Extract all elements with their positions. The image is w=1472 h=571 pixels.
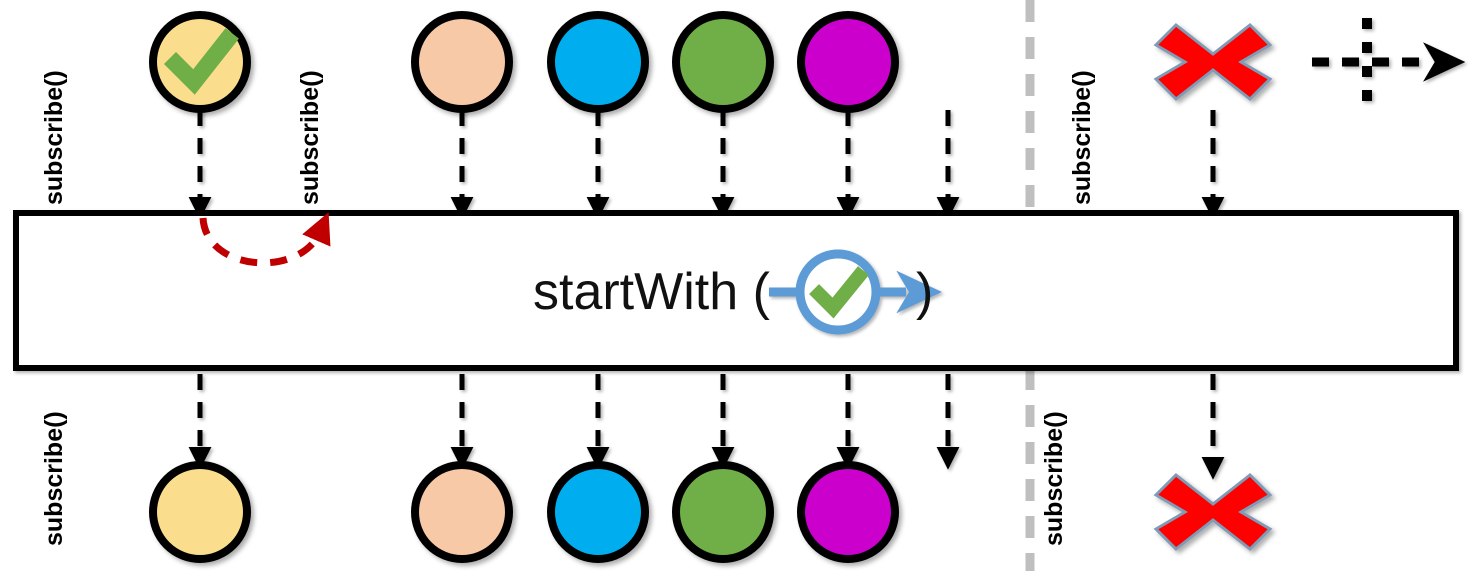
error-x-bottom[interactable] <box>1153 472 1273 552</box>
startwith-yellow-marble[interactable] <box>149 461 251 563</box>
subscribe-label-error-bottom: subscribe() <box>1040 411 1068 546</box>
subscribe-label-1: subscribe() <box>40 70 68 205</box>
magenta-marble[interactable] <box>797 461 899 563</box>
cyan-marble[interactable] <box>547 461 649 563</box>
peach-marble[interactable] <box>411 11 513 113</box>
resubscribe-curved-arrow <box>199 212 331 267</box>
operator-inner-glyph <box>769 249 942 335</box>
peach-marble[interactable] <box>411 461 513 563</box>
error-x-top[interactable] <box>1153 22 1273 102</box>
subscribe-label-error-top: subscribe() <box>1068 70 1096 205</box>
projection-arrows-top <box>188 110 1225 220</box>
subscribe-label-2: subscribe() <box>296 70 324 205</box>
cyan-marble[interactable] <box>547 11 649 113</box>
green-marble[interactable] <box>672 11 774 113</box>
error-dashed-tail <box>1312 18 1466 106</box>
subscribe-label-bottom: subscribe() <box>40 411 68 546</box>
operator-box <box>13 210 1459 371</box>
operator-label-close: ) <box>916 263 934 321</box>
green-marble[interactable] <box>672 461 774 563</box>
operator-label-open: startWith ( <box>533 263 770 321</box>
projection-arrows-bottom <box>188 374 1225 480</box>
magenta-marble[interactable] <box>797 11 899 113</box>
startwith-check-marble[interactable] <box>149 11 251 113</box>
